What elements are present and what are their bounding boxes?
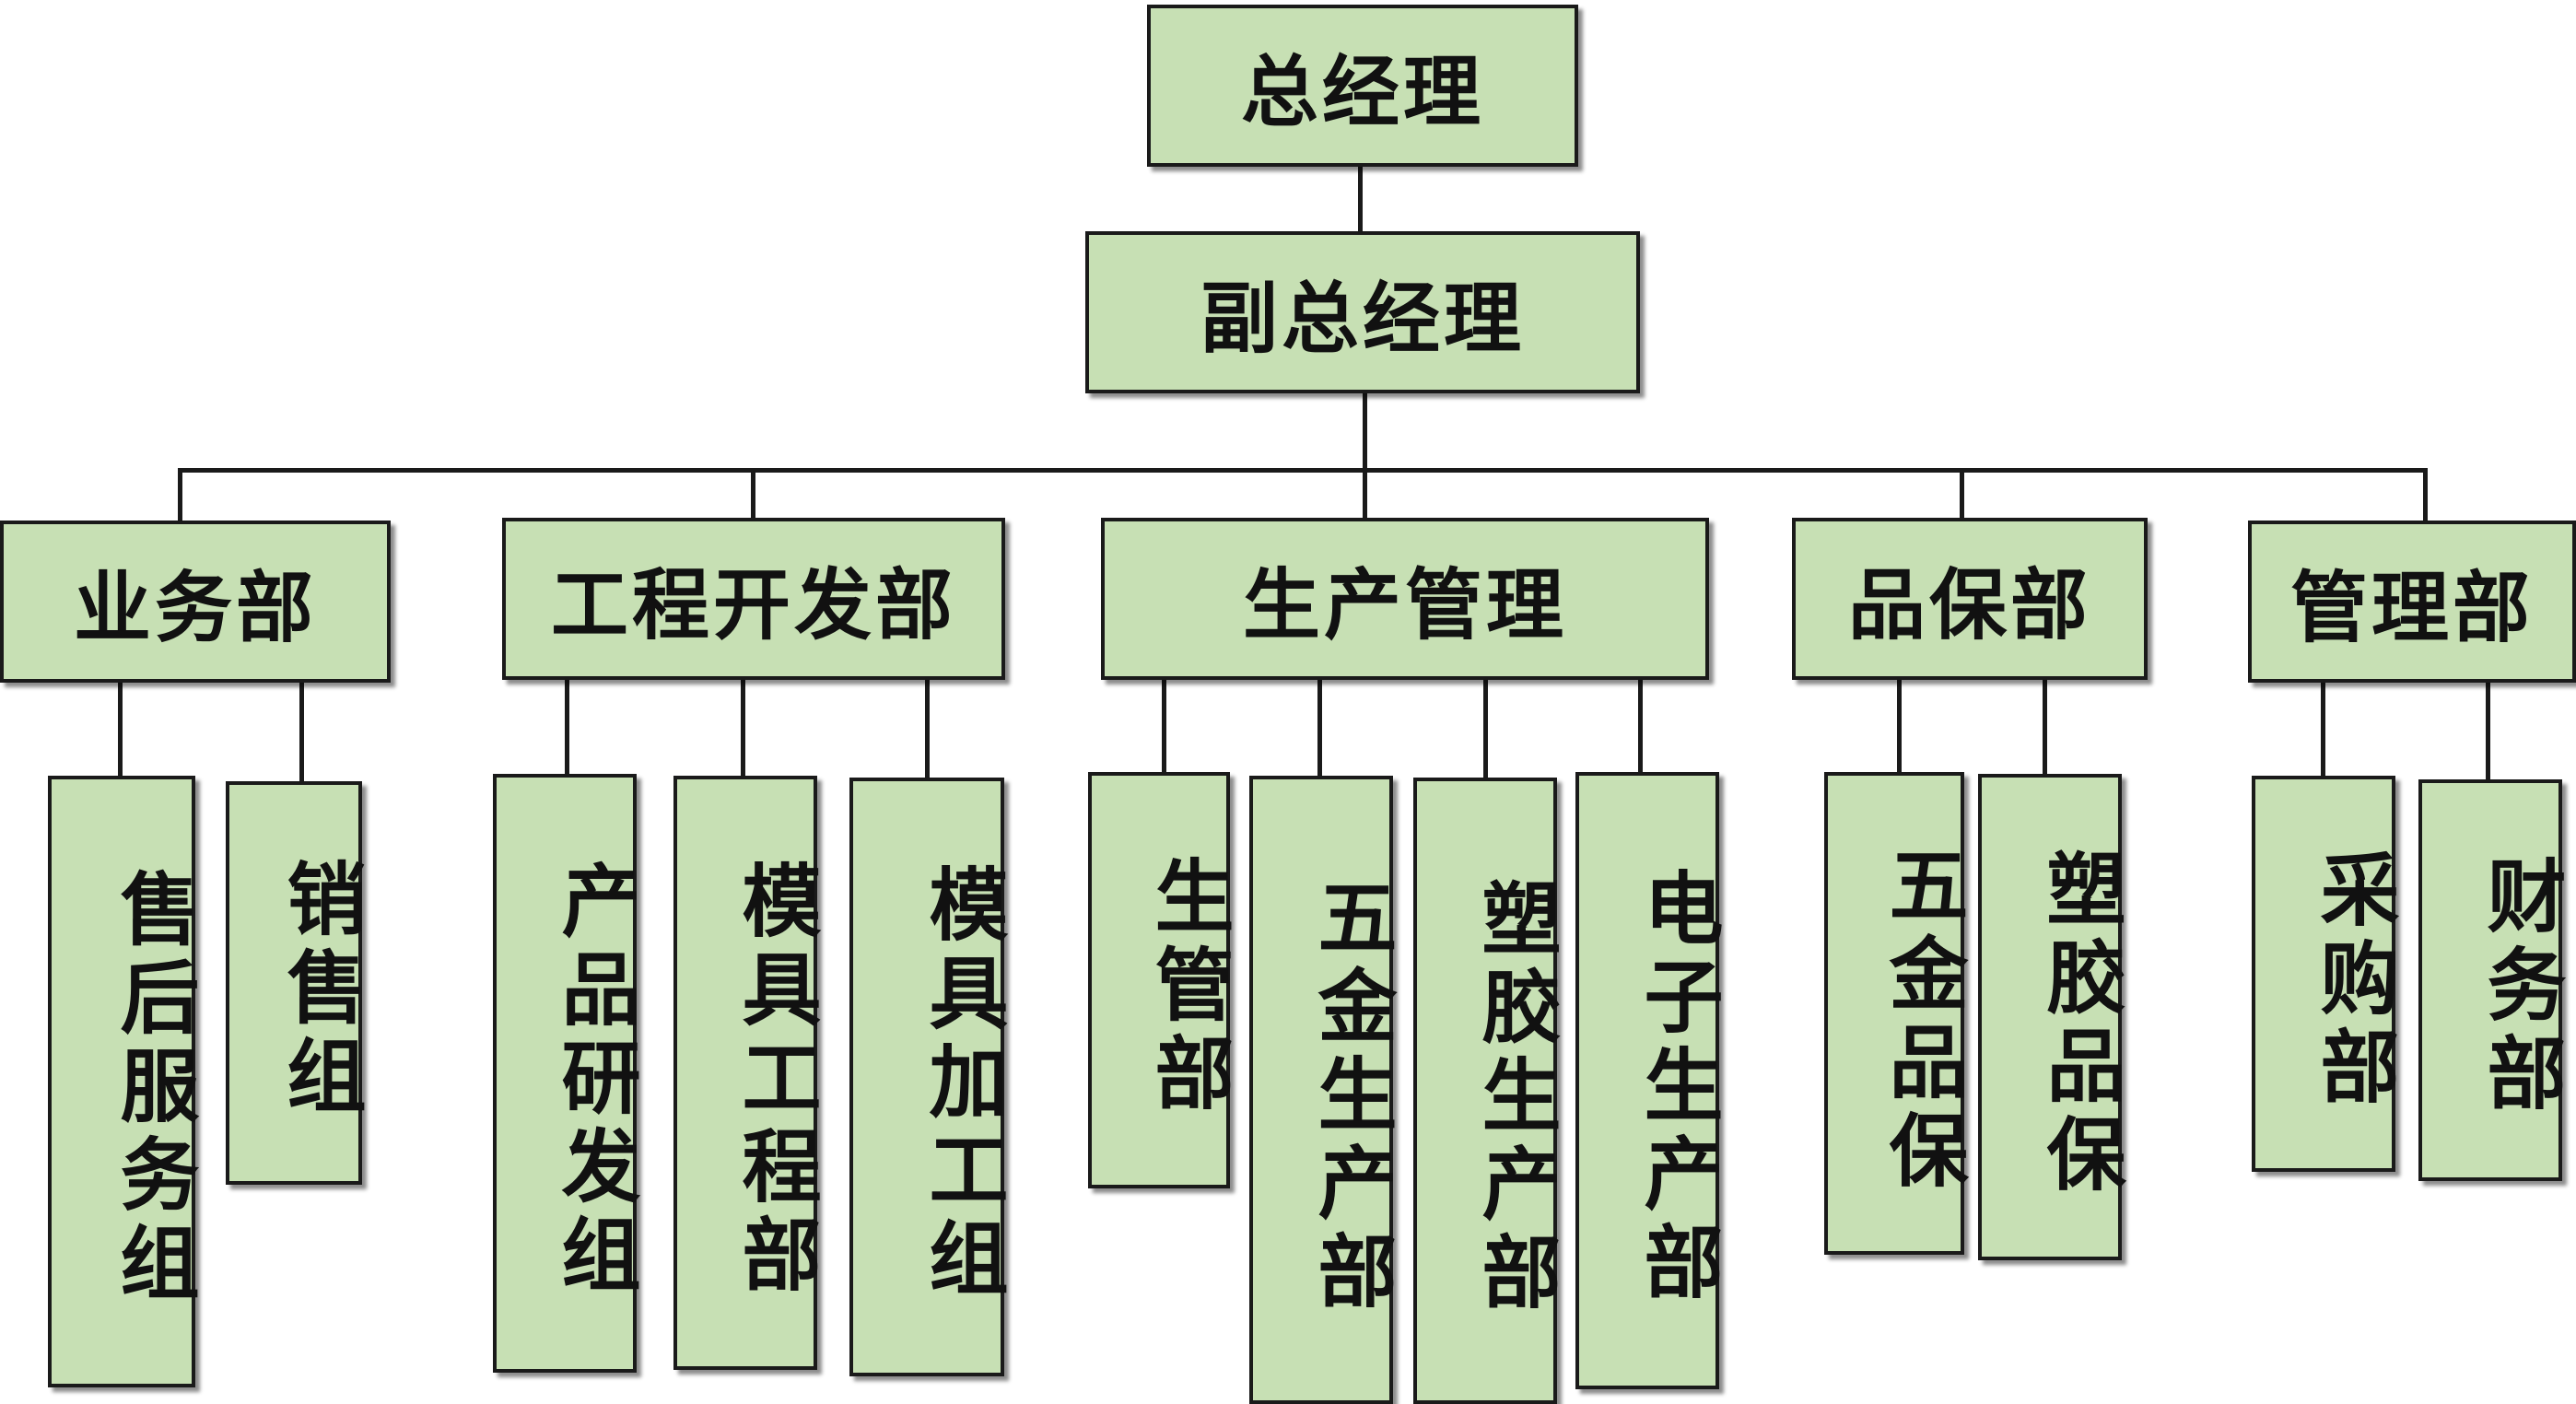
dept-box-1: 业务部 [0, 521, 391, 683]
dept-box-5: 管理部 [2248, 521, 2576, 683]
connector-dept-3 [1363, 468, 1367, 520]
connector-g2-1 [565, 678, 569, 776]
connector-dept-1 [178, 468, 182, 523]
group-box-4-1: 五金品保 [1824, 772, 1968, 1255]
connector-dept-4 [1960, 468, 1964, 520]
connector-g5-2 [2486, 682, 2490, 781]
connector-ceo-vp [1358, 166, 1363, 234]
group-box-1-1: 售后服务组 [48, 776, 199, 1387]
connector-dept-5 [2423, 468, 2428, 523]
connector-g5-1 [2321, 682, 2325, 778]
dept-box-4: 品保部 [1792, 518, 2148, 680]
group-box-3-3: 塑胶生产部 [1413, 778, 1561, 1404]
group-box-2-2: 模具工程部 [673, 776, 821, 1370]
group-box-2-3: 模具加工组 [849, 778, 1008, 1376]
group-box-3-4: 电子生产部 [1575, 772, 1723, 1389]
group-box-3-1: 生管部 [1088, 772, 1234, 1188]
connector-g2-2 [741, 678, 745, 778]
group-box-5-2: 财务部 [2418, 779, 2566, 1181]
connector-vp-bus [1363, 391, 1367, 472]
group-box-4-2: 塑胶品保 [1978, 774, 2125, 1260]
connector-g1-2 [299, 682, 304, 783]
group-box-2-1: 产品研发组 [493, 774, 640, 1373]
connector-g3-4 [1638, 678, 1643, 774]
connector-g3-1 [1162, 678, 1166, 774]
group-box-1-2: 销售组 [226, 781, 366, 1185]
group-box-3-2: 五金生产部 [1249, 776, 1397, 1404]
dept-box-3: 生产管理 [1101, 518, 1709, 680]
connector-g3-3 [1483, 678, 1488, 779]
group-box-5-1: 采购部 [2252, 776, 2399, 1172]
ceo-box: 总经理 [1147, 5, 1578, 167]
vp-box: 副总经理 [1085, 231, 1640, 393]
connector-g3-2 [1317, 678, 1322, 778]
dept-box-2: 工程开发部 [502, 518, 1005, 680]
connector-g2-3 [925, 678, 930, 779]
connector-g4-2 [2043, 678, 2047, 776]
connector-bus [178, 468, 2428, 473]
connector-g4-1 [1897, 678, 1902, 774]
connector-g1-1 [118, 682, 123, 778]
connector-dept-2 [751, 468, 755, 520]
